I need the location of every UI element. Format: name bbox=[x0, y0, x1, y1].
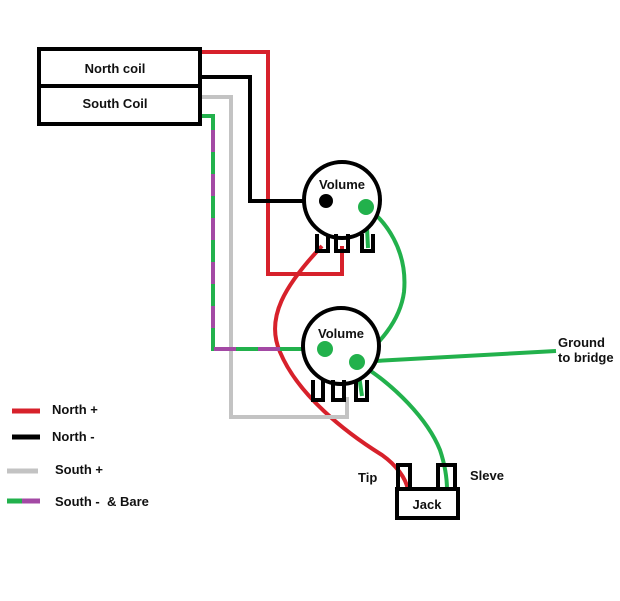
output-jack: Jack Tip Sleve bbox=[358, 463, 504, 520]
pot-lug-2 bbox=[331, 380, 346, 402]
wire-green-to-sleeve bbox=[355, 360, 449, 491]
jack-body bbox=[395, 487, 460, 520]
pot-body bbox=[302, 160, 382, 240]
wire-south-plus bbox=[200, 95, 349, 419]
wire-north-minus bbox=[200, 75, 326, 203]
pot-lug-3 bbox=[354, 380, 369, 402]
south-coil-box bbox=[37, 84, 202, 126]
north-coil-label: North coil bbox=[85, 61, 146, 76]
wire-red-to-tip bbox=[273, 244, 410, 491]
solder-dot-green bbox=[358, 199, 374, 215]
volume-pot-top: Volume bbox=[302, 160, 382, 253]
pot-label: Volume bbox=[319, 177, 365, 192]
solder-dot-green-right bbox=[349, 354, 365, 370]
volume-pot-bottom: Volume bbox=[301, 306, 381, 402]
sleeve-label: Sleve bbox=[470, 468, 504, 483]
legend-label-north-plus: North + bbox=[52, 402, 98, 417]
legend-label-south-plus: South + bbox=[55, 462, 103, 477]
legend: North + North - South + South - & Bare bbox=[7, 402, 149, 509]
legend-label-south-minus: South - & Bare bbox=[55, 494, 149, 509]
pot-lug-1 bbox=[315, 234, 330, 253]
jack-label: Jack bbox=[413, 497, 443, 512]
south-coil-label: South Coil bbox=[83, 96, 148, 111]
pot-label: Volume bbox=[318, 326, 364, 341]
wires bbox=[200, 50, 557, 491]
pickup: North coil South Coil bbox=[37, 47, 202, 126]
ground-annotation: Ground to bridge bbox=[558, 335, 614, 365]
tip-label: Tip bbox=[358, 470, 377, 485]
wire-south-minus-green bbox=[200, 114, 325, 351]
wire-north-plus bbox=[200, 50, 344, 276]
pot-lug-1 bbox=[311, 380, 325, 402]
ground-label-line1: Ground bbox=[558, 335, 605, 350]
pot-lug-3 bbox=[360, 234, 375, 253]
ground-label-line2: to bridge bbox=[558, 350, 614, 365]
pot-lug-2 bbox=[334, 234, 350, 253]
wire-green-ground-bridge bbox=[356, 349, 557, 364]
solder-dot-black bbox=[319, 194, 333, 208]
pot-body bbox=[301, 306, 381, 386]
jack-tip-lug bbox=[396, 463, 412, 489]
legend-label-north-minus: North - bbox=[52, 429, 95, 444]
jack-sleeve-lug bbox=[436, 463, 457, 489]
solder-dot-green-left bbox=[317, 341, 333, 357]
